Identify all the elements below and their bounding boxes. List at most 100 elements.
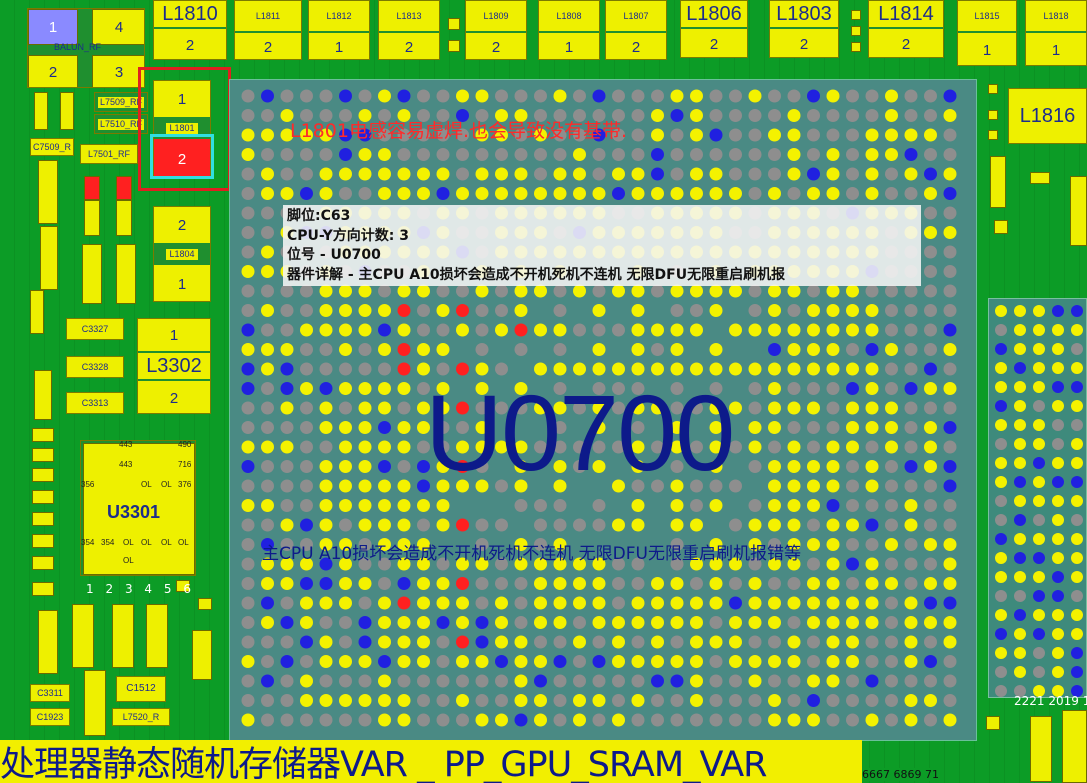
bga-ball[interactable] — [241, 635, 255, 649]
bga-ball[interactable] — [1014, 324, 1026, 336]
bga-ball[interactable] — [885, 304, 898, 317]
bga-ball[interactable] — [573, 655, 586, 668]
bga-ball[interactable] — [1052, 324, 1064, 336]
bga-ball[interactable] — [748, 89, 762, 103]
bga-ball[interactable] — [631, 148, 645, 161]
bga-ball[interactable] — [904, 635, 918, 649]
bga-ball[interactable] — [865, 635, 879, 649]
bga-ball[interactable] — [397, 421, 411, 434]
bga-ball[interactable] — [319, 616, 333, 629]
bga-ball[interactable] — [280, 635, 294, 649]
bga-ball[interactable] — [456, 655, 469, 668]
bga-ball[interactable] — [865, 499, 879, 512]
bga-ball[interactable] — [1071, 514, 1083, 526]
bga-ball[interactable] — [1014, 495, 1026, 507]
bga-ball[interactable] — [807, 148, 820, 161]
bga-ball[interactable] — [573, 557, 586, 571]
bga-ball[interactable] — [709, 421, 723, 434]
bga-ball[interactable] — [456, 401, 469, 415]
bga-ball[interactable] — [495, 167, 508, 181]
bga-ball[interactable] — [670, 577, 684, 590]
bga-ball[interactable] — [300, 460, 313, 473]
inductor-l7510[interactable]: L7510_RF — [94, 114, 148, 134]
bga-ball[interactable] — [670, 421, 684, 434]
bga-ball[interactable] — [885, 674, 898, 688]
bga-ball[interactable] — [651, 635, 664, 649]
cap-c1923[interactable]: C1923 — [30, 708, 70, 726]
bga-ball[interactable] — [670, 167, 684, 181]
bga-ball[interactable] — [846, 674, 859, 688]
bga-ball[interactable] — [514, 596, 528, 610]
bga-ball[interactable] — [865, 479, 879, 493]
bga-ball[interactable] — [865, 518, 879, 532]
bga-ball[interactable] — [241, 655, 255, 668]
bga-ball[interactable] — [261, 635, 274, 649]
bga-ball[interactable] — [631, 674, 645, 688]
bga-ball[interactable] — [417, 713, 430, 727]
bga-ball[interactable] — [787, 694, 801, 707]
inductor-l1813[interactable]: L1813 2 — [378, 0, 440, 60]
bga-ball[interactable] — [417, 401, 430, 415]
bga-ball[interactable] — [904, 460, 918, 473]
bga-ball[interactable] — [631, 577, 645, 590]
bga-ball[interactable] — [456, 187, 469, 200]
bga-ball[interactable] — [904, 284, 918, 298]
bga-ball[interactable] — [241, 440, 255, 454]
bga-ball[interactable] — [534, 577, 547, 590]
bga-ball[interactable] — [456, 694, 469, 707]
bga-ball[interactable] — [651, 128, 664, 142]
bga-ball[interactable] — [573, 401, 586, 415]
bga-ball[interactable] — [319, 499, 333, 512]
bga-ball[interactable] — [651, 577, 664, 590]
bga-ball[interactable] — [612, 577, 625, 590]
bga-ball[interactable] — [1071, 571, 1083, 583]
bga-ball[interactable] — [995, 571, 1007, 583]
bga-ball[interactable] — [690, 596, 703, 610]
bga-ball[interactable] — [397, 499, 411, 512]
bga-ball[interactable] — [885, 460, 898, 473]
bga-ball[interactable] — [475, 362, 489, 376]
bga-ball[interactable] — [378, 187, 391, 200]
bga-ball[interactable] — [612, 362, 625, 376]
bga-ball[interactable] — [651, 479, 664, 493]
bga-ball[interactable] — [709, 362, 723, 376]
bga-ball[interactable] — [631, 382, 645, 395]
bga-ball[interactable] — [592, 616, 606, 629]
bga-ball[interactable] — [436, 109, 450, 122]
bga-ball[interactable] — [729, 557, 742, 571]
bga-ball[interactable] — [241, 557, 255, 571]
bga-ball[interactable] — [358, 616, 372, 629]
bga-ball[interactable] — [995, 666, 1007, 678]
bga-ball[interactable] — [475, 694, 489, 707]
bga-ball[interactable] — [495, 518, 508, 532]
bga-ball[interactable] — [787, 460, 801, 473]
bga-ball[interactable] — [846, 616, 859, 629]
bga-ball[interactable] — [807, 401, 820, 415]
bga-ball[interactable] — [807, 421, 820, 434]
bga-ball[interactable] — [1033, 400, 1045, 412]
bga-ball[interactable] — [1014, 305, 1026, 317]
bga-ball[interactable] — [553, 460, 567, 473]
bga-ball[interactable] — [826, 401, 840, 415]
bga-ball[interactable] — [592, 362, 606, 376]
bga-ball[interactable] — [1014, 438, 1026, 450]
inductor-l1803[interactable]: L1803 2 — [769, 0, 839, 58]
bga-ball[interactable] — [670, 89, 684, 103]
bga-ball[interactable] — [436, 304, 450, 317]
bga-ball[interactable] — [456, 148, 469, 161]
bga-ball[interactable] — [748, 460, 762, 473]
bga-ball[interactable] — [826, 167, 840, 181]
bga-ball[interactable] — [514, 148, 528, 161]
bga-ball[interactable] — [339, 187, 352, 200]
bga-ball[interactable] — [826, 518, 840, 532]
bga-ball[interactable] — [319, 440, 333, 454]
bga-ball[interactable] — [436, 655, 450, 668]
bga-ball[interactable] — [690, 499, 703, 512]
bga-ball[interactable] — [514, 304, 528, 317]
bga-ball[interactable] — [995, 628, 1007, 640]
bga-ball[interactable] — [436, 382, 450, 395]
bga-ball[interactable] — [475, 323, 489, 337]
bga-ball[interactable] — [1052, 476, 1064, 488]
bga-ball[interactable] — [397, 460, 411, 473]
bga-ball[interactable] — [612, 694, 625, 707]
